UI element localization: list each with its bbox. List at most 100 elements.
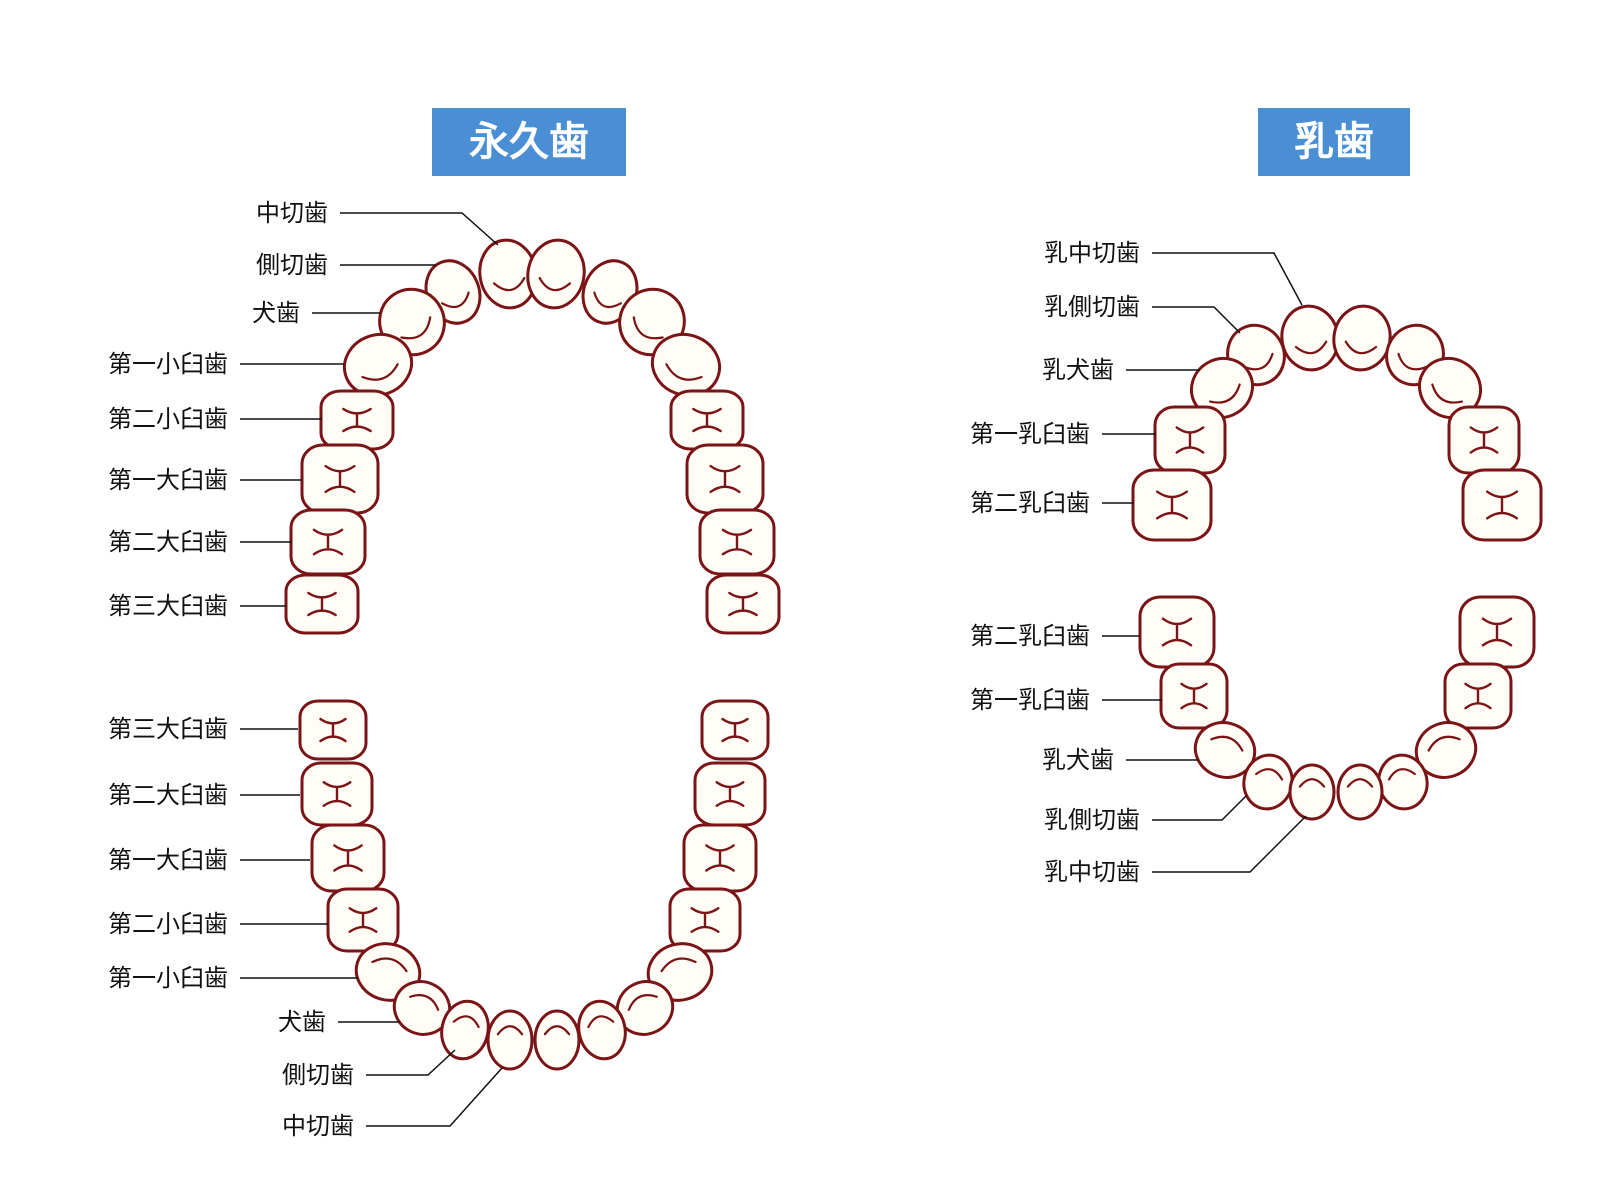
perm-upper-right-tooth-1 [526, 238, 586, 310]
prim-lower-label-4-text: 乳側切歯 [1044, 806, 1140, 834]
prim-lower-left-tooth-5 [1288, 763, 1336, 821]
perm-lower-label-4-text: 第二小臼歯 [108, 910, 228, 938]
prim-upper-left-tooth-3 [1189, 356, 1255, 420]
perm-upper-label-1: 中切歯 [256, 199, 499, 246]
perm-upper-label-7-text: 第二大臼歯 [108, 528, 228, 556]
perm-lower-label-7-text: 側切歯 [282, 1061, 354, 1089]
primary-teeth-title: 乳歯 [1258, 108, 1410, 176]
perm-upper-label-2: 側切歯 [256, 251, 436, 279]
perm-lower-left-tooth-3 [310, 823, 386, 893]
perm-lower-label-6-text: 犬歯 [278, 1008, 326, 1036]
prim-lower-label-2-text: 第一乳臼歯 [970, 686, 1090, 714]
perm-lower-right-tooth-3 [682, 823, 758, 893]
perm-upper-label-1-leader [340, 212, 499, 246]
perm-upper-left-tooth-4 [342, 333, 414, 397]
prim-upper-left-tooth-5 [1131, 468, 1213, 542]
perm-upper-label-2-text: 側切歯 [256, 251, 328, 279]
perm-upper-label-8: 第三大臼歯 [108, 592, 286, 620]
prim-upper-label-4-text: 第一乳臼歯 [970, 420, 1090, 448]
perm-upper-label-3: 犬歯 [252, 299, 380, 327]
prim-upper-label-3-text: 乳犬歯 [1042, 356, 1114, 384]
prim-lower-left-tooth-2 [1159, 662, 1229, 730]
prim-lower-label-4: 乳側切歯 [1044, 795, 1247, 834]
perm-upper-label-6-text: 第一大臼歯 [108, 466, 228, 494]
permanent-teeth-title: 永久歯 [432, 108, 626, 176]
perm-lower-label-5-text: 第一小臼歯 [108, 964, 228, 992]
prim-upper-label-1-leader [1152, 252, 1303, 306]
prim-lower-label-3: 乳犬歯 [1042, 746, 1198, 774]
label-layer: 中切歯側切歯犬歯第一小臼歯第二小臼歯第一大臼歯第二大臼歯第三大臼歯第三大臼歯第二… [108, 199, 1307, 1140]
perm-lower-label-7-leader [366, 1049, 456, 1076]
perm-lower-label-8-leader [366, 1067, 503, 1127]
perm-upper-right-tooth-7 [698, 508, 776, 576]
perm-lower-label-2-text: 第二大臼歯 [108, 781, 228, 809]
perm-upper-label-1-text: 中切歯 [256, 199, 328, 227]
prim-upper-right-tooth-1 [1332, 304, 1392, 372]
perm-lower-label-2: 第二大臼歯 [108, 781, 300, 809]
prim-lower-label-1: 第二乳臼歯 [970, 622, 1140, 650]
prim-lower-left-tooth-4 [1242, 753, 1294, 811]
perm-lower-left-tooth-1 [298, 699, 368, 761]
perm-lower-label-1-text: 第三大臼歯 [108, 715, 228, 743]
prim-upper-right-tooth-3 [1417, 356, 1483, 420]
perm-lower-label-8: 中切歯 [282, 1067, 503, 1140]
perm-upper-right-tooth-8 [705, 573, 781, 635]
prim-lower-label-5: 乳中切歯 [1044, 815, 1307, 886]
prim-upper-right-tooth-4 [1447, 405, 1521, 475]
perm-upper-label-3-text: 犬歯 [252, 299, 300, 327]
prim-lower-label-1-text: 第二乳臼歯 [970, 622, 1090, 650]
perm-lower-label-3-text: 第一大臼歯 [108, 846, 228, 874]
perm-upper-left-tooth-8 [284, 573, 360, 635]
perm-upper-left-tooth-5 [319, 389, 395, 451]
prim-lower-left-tooth-1 [1138, 595, 1216, 669]
perm-lower-label-8-text: 中切歯 [282, 1112, 354, 1140]
prim-upper-label-2: 乳側切歯 [1044, 293, 1241, 334]
perm-upper-left-tooth-7 [289, 508, 367, 576]
perm-upper-label-5: 第二小臼歯 [108, 405, 322, 433]
prim-lower-right-tooth-1 [1458, 595, 1536, 669]
perm-upper-label-4-text: 第一小臼歯 [108, 350, 228, 378]
prim-upper-right-tooth-5 [1461, 468, 1543, 542]
prim-lower-label-2: 第一乳臼歯 [970, 686, 1162, 714]
perm-lower-right-tooth-6 [615, 980, 675, 1036]
prim-upper-label-5-text: 第二乳臼歯 [970, 489, 1090, 517]
prim-upper-left-tooth-4 [1153, 405, 1227, 475]
perm-upper-label-6: 第一大臼歯 [108, 466, 302, 494]
perm-upper-right-tooth-5 [669, 389, 745, 451]
prim-upper-label-2-leader [1152, 306, 1241, 334]
perm-lower-right-tooth-4 [668, 887, 742, 953]
perm-upper-label-4: 第一小臼歯 [108, 350, 344, 378]
perm-lower-label-7: 側切歯 [282, 1049, 456, 1089]
prim-upper-label-4: 第一乳臼歯 [970, 420, 1156, 448]
prim-lower-right-tooth-4 [1377, 753, 1429, 811]
perm-upper-right-tooth-6 [685, 443, 765, 515]
perm-lower-right-tooth-8 [533, 1009, 581, 1071]
perm-lower-label-1: 第三大臼歯 [108, 715, 298, 743]
prim-lower-label-5-leader [1152, 815, 1307, 873]
perm-lower-label-3: 第一大臼歯 [108, 846, 310, 874]
prim-lower-label-3-text: 乳犬歯 [1042, 746, 1114, 774]
perm-lower-right-tooth-2 [693, 761, 767, 827]
prim-upper-label-3: 乳犬歯 [1042, 356, 1200, 384]
perm-upper-label-8-text: 第三大臼歯 [108, 592, 228, 620]
prim-upper-label-5: 第二乳臼歯 [970, 489, 1134, 517]
perm-upper-left-tooth-6 [300, 443, 380, 515]
prim-lower-right-tooth-2 [1443, 662, 1513, 730]
perm-lower-label-6: 犬歯 [278, 1008, 400, 1036]
prim-upper-label-2-text: 乳側切歯 [1044, 293, 1140, 321]
prim-lower-label-5-text: 乳中切歯 [1044, 858, 1140, 886]
perm-lower-left-tooth-8 [486, 1009, 534, 1071]
prim-upper-label-1: 乳中切歯 [1044, 239, 1303, 306]
perm-upper-label-5-text: 第二小臼歯 [108, 405, 228, 433]
perm-upper-label-7: 第二大臼歯 [108, 528, 292, 556]
perm-lower-left-tooth-4 [326, 887, 400, 953]
prim-upper-label-1-text: 乳中切歯 [1044, 239, 1140, 267]
perm-lower-label-5: 第一小臼歯 [108, 964, 358, 992]
perm-lower-left-tooth-2 [300, 761, 374, 827]
prim-lower-right-tooth-5 [1336, 763, 1384, 821]
perm-lower-label-4: 第二小臼歯 [108, 910, 328, 938]
perm-lower-right-tooth-1 [700, 699, 770, 761]
perm-upper-right-tooth-4 [650, 333, 722, 397]
